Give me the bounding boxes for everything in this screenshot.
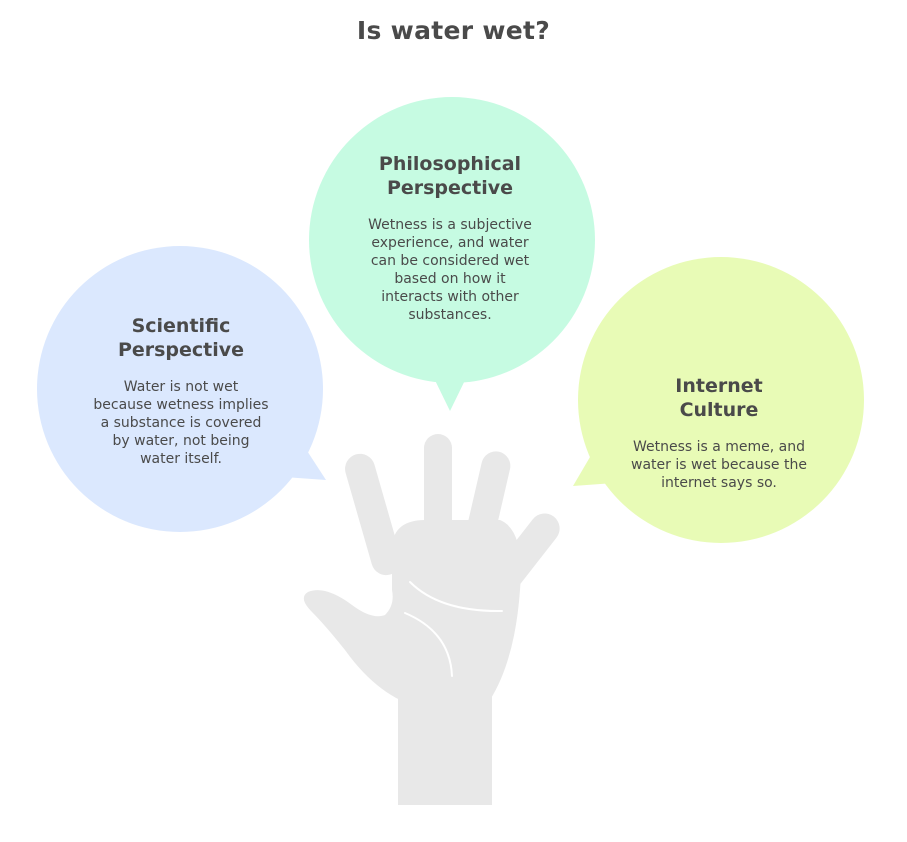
bubble-internet-tail [573,440,628,486]
philosophical-perspective-body: Wetness is a subjective experience, and … [368,217,532,323]
bubble-philosophical-tail [430,370,470,411]
philosophical-perspective-heading: Philosophical Perspective [366,152,534,200]
heading-line: Philosophical [378,153,522,175]
internet-culture-heading: Internet Culture [630,374,808,422]
bubble-scientific-tail [270,440,326,480]
heading-line: Culture [679,399,759,421]
scientific-perspective-block: Scientific Perspective Water is not wet … [93,314,269,468]
palm-line-lower [404,612,453,677]
heading-line: Perspective [117,339,245,361]
heading-line: Scientific [131,315,231,337]
bubble-philosophical-circle [309,97,595,383]
heading-line: Perspective [386,177,514,199]
scientific-perspective-heading: Scientific Perspective [93,314,269,362]
hand-finger-index [480,513,560,607]
hand-icon [303,434,560,805]
internet-culture-body: Wetness is a meme, and water is wet beca… [631,439,807,491]
hand-finger-middle [458,451,511,579]
hand-finger-ring [424,434,452,572]
philosophical-perspective-block: Philosophical Perspective Wetness is a s… [366,152,534,324]
heading-line: Internet [675,375,763,397]
bubble-scientific-circle [37,246,323,532]
bubble-philosophical [309,97,595,411]
scientific-perspective-body: Water is not wet because wetness implies… [93,379,269,467]
internet-culture-block: Internet Culture Wetness is a meme, and … [630,374,808,492]
palm-line-upper [409,581,503,613]
diagram-title: Is water wet? [356,16,551,45]
bubble-internet [573,257,864,543]
bubble-scientific [37,246,326,532]
bubble-internet-circle [578,257,864,543]
hand-finger-pinky [345,453,402,576]
